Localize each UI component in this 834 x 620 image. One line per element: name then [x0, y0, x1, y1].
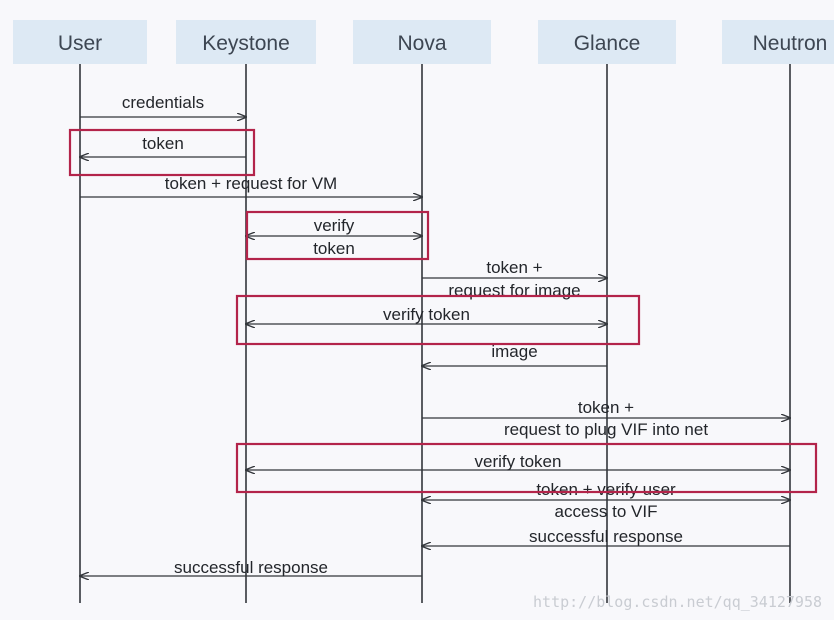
message-9: verify token [246, 452, 790, 471]
actor-keystone: Keystone [176, 20, 316, 64]
actor-nova: Nova [353, 20, 491, 64]
message-label: token + [578, 398, 634, 417]
message-label: verify token [383, 305, 470, 324]
watermark-text: http://blog.csdn.net/qq_34127958 [533, 593, 822, 611]
highlight-box-message-4 [245, 210, 430, 261]
message-5: token + request for image [422, 258, 607, 300]
message-label: verify [314, 216, 355, 235]
actor-box-user [13, 20, 147, 64]
highlight-box-message-6 [235, 294, 641, 346]
actor-label-neutron: Neutron [753, 32, 828, 55]
actor-box-glance [538, 20, 676, 64]
message-1: credentials [80, 93, 246, 117]
highlight-box-message-2 [68, 128, 256, 177]
highlight-box-message-9 [235, 442, 818, 494]
actor-glance: Glance [538, 20, 676, 64]
actor-label-user: User [58, 32, 102, 55]
message-10: token + verify user access to VIF [422, 480, 790, 521]
message-label: token + request for VM [165, 174, 337, 193]
message-label: token [313, 239, 355, 258]
message-label: successful response [529, 527, 683, 546]
message-label: image [491, 342, 537, 361]
message-6: verify token [246, 305, 607, 324]
actor-neutron: Neutron [722, 20, 834, 64]
actor-box-neutron [722, 20, 834, 64]
message-label: request to plug VIF into net [504, 420, 708, 439]
message-label: token [142, 134, 184, 153]
actor-label-keystone: Keystone [202, 32, 290, 55]
message-label: token + [486, 258, 542, 277]
message-4: verify token [246, 216, 422, 258]
message-label: access to VIF [555, 502, 658, 521]
message-12: successful response [80, 558, 422, 577]
message-3: token + request for VM [80, 174, 422, 197]
actor-user: User [13, 20, 147, 64]
actor-box-nova [353, 20, 491, 64]
actor-box-keystone [176, 20, 316, 64]
actor-label-glance: Glance [574, 32, 641, 55]
message-label: successful response [174, 558, 328, 577]
message-label: request for image [448, 281, 580, 300]
message-7: image [422, 342, 607, 366]
message-label: token + verify user [536, 480, 676, 499]
message-label: credentials [122, 93, 204, 112]
actor-label-nova: Nova [397, 32, 446, 55]
message-2: token [80, 134, 246, 157]
message-11: successful response [422, 527, 790, 546]
message-8: token + request to plug VIF into net [422, 398, 790, 439]
message-label: verify token [475, 452, 562, 471]
